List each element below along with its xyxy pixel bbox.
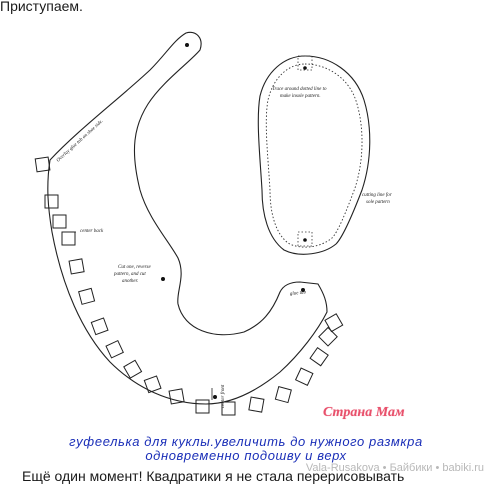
sole-instruction-1: cutting line for xyxy=(362,193,392,198)
strap-dot xyxy=(185,43,189,47)
overlay-label: Overlay glue tab on shoe side. xyxy=(56,119,105,163)
center-back-label: center back xyxy=(80,229,104,234)
marker-dot xyxy=(301,288,305,292)
center-front-label: center front xyxy=(221,384,226,408)
toe-dot xyxy=(213,395,217,399)
glue-tab xyxy=(123,359,143,379)
credit-watermark: Vala-Rusakova • Байбики • babiki.ru xyxy=(305,462,484,474)
glue-tab xyxy=(61,231,76,246)
glue-tab xyxy=(168,388,185,405)
glue-tabs xyxy=(34,156,344,416)
sole-instruction-2: sole pattern xyxy=(366,200,390,205)
glue-tab xyxy=(248,396,265,413)
insole-instruction-2: make insole pattern. xyxy=(280,94,321,99)
glue-tab xyxy=(44,194,59,209)
glue-tab xyxy=(105,339,124,359)
glue-tab xyxy=(52,214,67,229)
glue-tab xyxy=(34,156,51,173)
cut-instruction-2: pattern, and cut xyxy=(113,272,146,277)
intro-text: Приступаем. xyxy=(0,0,83,14)
insole-instruction-1: Trace around dotted line to xyxy=(272,87,327,92)
sole-outline xyxy=(257,55,371,255)
glue-tab xyxy=(90,317,109,336)
glue-tab xyxy=(274,386,292,404)
glue-tab xyxy=(221,401,236,416)
caption-line-1: гуфеелька для куклы.увеличить до нужного… xyxy=(69,434,423,449)
glue-tab xyxy=(143,375,162,394)
glue-tab xyxy=(318,326,338,347)
shoe-upper-outline xyxy=(47,31,328,405)
glue-tab-label: glue tab xyxy=(290,290,307,297)
glue-tab xyxy=(195,399,210,414)
glue-tab xyxy=(309,346,329,367)
glue-tab xyxy=(68,258,85,275)
marker-dot xyxy=(161,277,165,281)
cut-instruction-3: another. xyxy=(122,279,138,284)
glue-tab xyxy=(294,367,314,386)
glue-tab xyxy=(324,313,344,333)
cut-instruction-1: Cut one, reverse xyxy=(118,265,152,270)
glue-tab xyxy=(78,287,96,305)
brand-watermark: Страна Мам xyxy=(323,405,405,420)
caption-line-2: одновременно подошву и верх xyxy=(145,448,347,463)
insole-dotted-outline xyxy=(265,63,363,248)
